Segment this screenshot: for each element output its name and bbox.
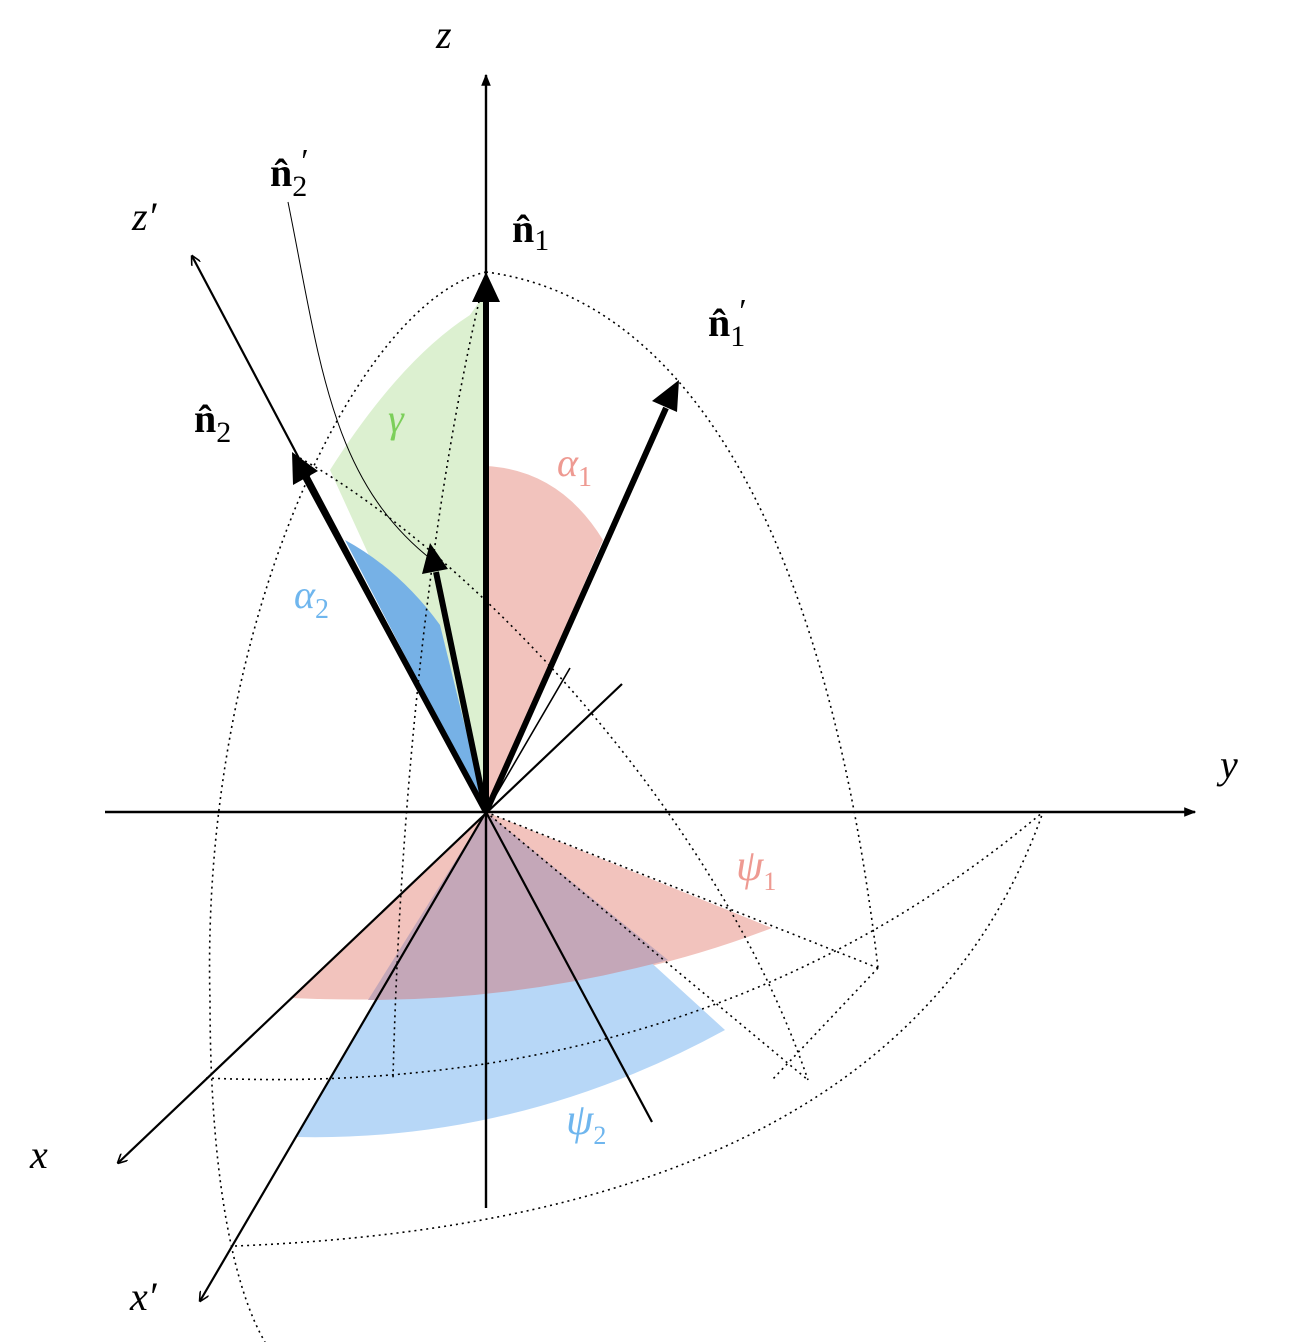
x-axis-label: x bbox=[29, 1132, 48, 1177]
rotated-axis-line bbox=[485, 811, 653, 1123]
x-axis bbox=[118, 683, 623, 1163]
psi1-label: ψ1 bbox=[736, 841, 776, 896]
gamma-label: γ bbox=[388, 396, 405, 441]
alpha1-label: α1 bbox=[557, 440, 592, 493]
psi-overlap-region bbox=[368, 812, 668, 1000]
n1-prime-label: n̂1′ bbox=[708, 293, 747, 353]
vector-n2-prime bbox=[422, 543, 489, 813]
dotted-construction-lines bbox=[205, 271, 1044, 1342]
projection-line bbox=[485, 667, 571, 813]
alpha2-label: α2 bbox=[294, 572, 329, 625]
n2-label: n̂2 bbox=[194, 396, 231, 449]
z-prime-axis-label: z′ bbox=[131, 194, 158, 239]
z-axis-label: z bbox=[435, 12, 452, 57]
n2-prime-label: n̂2′ bbox=[270, 143, 309, 203]
vector-n1-prime bbox=[483, 380, 679, 814]
n1-label: n̂1 bbox=[512, 206, 549, 257]
y-axis-label: y bbox=[1216, 742, 1238, 787]
x-prime-axis-label: x′ bbox=[129, 1274, 158, 1319]
psi2-label: ψ2 bbox=[566, 1095, 606, 1150]
vector-n2 bbox=[292, 452, 489, 814]
n2-prime-leader bbox=[287, 201, 433, 561]
x-prime-axis bbox=[200, 811, 487, 1301]
vector-n1 bbox=[472, 272, 500, 812]
alpha1-region bbox=[486, 466, 603, 812]
